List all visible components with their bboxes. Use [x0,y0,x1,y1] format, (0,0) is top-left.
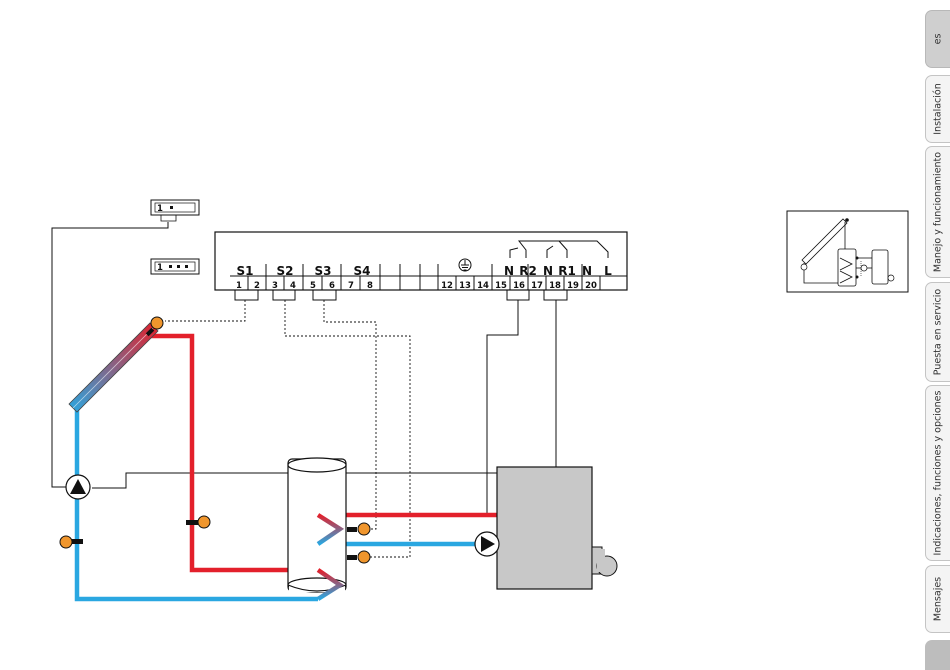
tab-indicaciones-funciones-opciones[interactable]: Indicaciones, funciones y opciones [925,385,950,561]
terminal-number: 8 [367,281,373,291]
tab-label: Puesta en servicio [933,289,944,375]
sensor-label-s1: S1 [237,264,254,278]
terminal-number: 17 [531,281,543,291]
terminal-number: 3 [272,281,278,291]
relay-label-n1: N [504,264,514,278]
relay-label-r1: R1 [558,264,576,278]
connector-key-label: 1 [157,204,163,214]
flow-sensor-icon [186,516,210,528]
terminal-number: 14 [477,281,489,291]
tab-es[interactable]: es [925,10,950,68]
terminal-number: 19 [567,281,579,291]
terminal-number: 2 [254,281,260,291]
connector-key-bottom: 1 [151,259,199,274]
boiler [497,467,617,589]
solar-pump-icon [66,475,90,499]
relay-label-n3: N [582,264,592,278]
terminal-number: 7 [348,281,354,291]
system-thumbnail [787,211,908,292]
sensor-label-s2: S2 [277,264,294,278]
terminal-number: 4 [290,281,296,291]
tab-instalacion[interactable]: Instalación [925,75,950,143]
solar-collector [69,323,158,412]
tab-puesta-en-servicio[interactable]: Puesta en servicio [925,282,950,382]
return-sensor-icon [60,536,83,548]
tank-upper-sensor-icon [347,523,370,535]
page-number-badge [925,640,950,670]
terminal-number: 18 [549,281,561,291]
sensor-label-s4: S4 [354,264,371,278]
tab-mensajes[interactable]: Mensajes [925,565,950,633]
terminal-number: 1 [236,281,242,291]
tab-label: es [933,34,944,45]
relay-label-n2: N [543,264,553,278]
connector-key-label: 1 [157,263,163,273]
tab-manejo-y-funcionamiento[interactable]: Manejo y funcionamiento [925,146,950,278]
terminal-number: 15 [495,281,507,291]
sensor-label-s3: S3 [315,264,332,278]
terminal-number: 5 [310,281,316,291]
tab-label: Indicaciones, funciones y opciones [933,391,944,556]
tab-label: Mensajes [933,577,944,621]
terminal-number: 20 [585,281,597,291]
tab-label: Manejo y funcionamiento [933,152,944,272]
connector-key-top: 1 [151,200,199,221]
terminal-clamps [235,290,567,300]
tank-lower-sensor-icon [347,551,370,563]
terminal-number: 16 [513,281,525,291]
terminal-number: 13 [459,281,471,291]
terminal-number: 6 [329,281,335,291]
tab-label: Instalación [933,83,944,134]
terminal-number: 12 [441,281,453,291]
controller-terminal-block: S1 S2 S3 S4 N R2 N R1 N L 1 2 3 4 5 6 7 … [215,232,627,291]
relay-label-r2: R2 [519,264,537,278]
storage-tank [288,458,346,599]
relay-label-l: L [604,264,612,278]
heating-pump-icon [475,532,499,556]
